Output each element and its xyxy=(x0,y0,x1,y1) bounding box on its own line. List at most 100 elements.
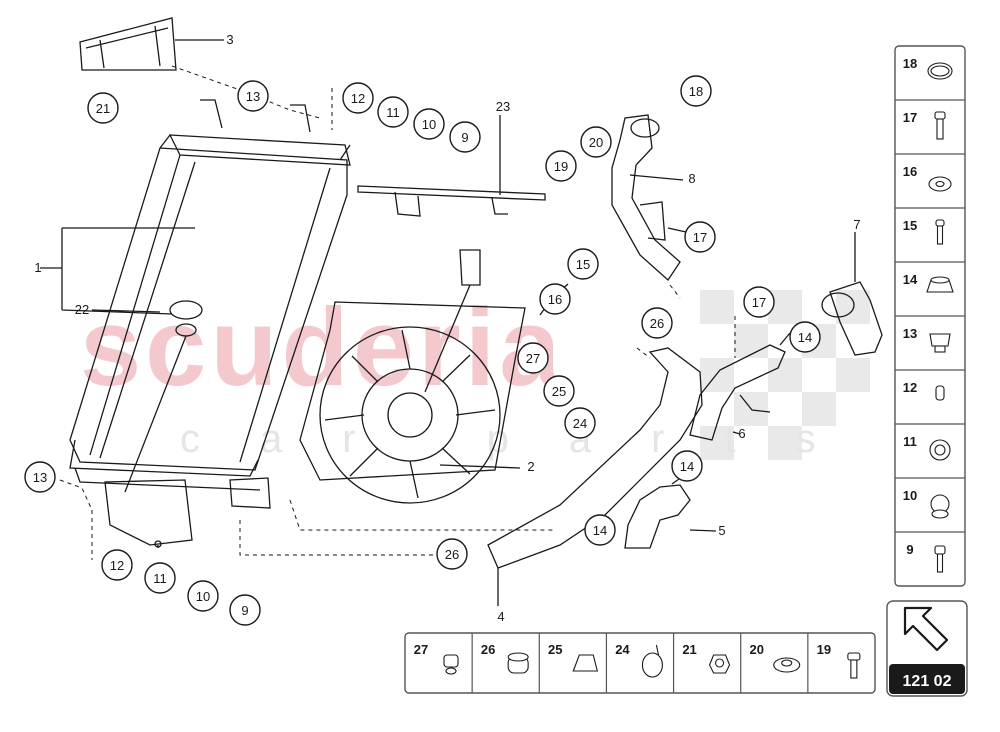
watermark-main: scuderia xyxy=(80,286,564,409)
callout-9: 9 xyxy=(229,594,261,626)
callout-text: 16 xyxy=(548,292,562,307)
callout-20: 20 xyxy=(580,126,612,158)
legend-number: 19 xyxy=(817,642,831,657)
callout-text: 13 xyxy=(33,470,47,485)
callout-11: 11 xyxy=(377,96,409,128)
callout-text: 18 xyxy=(689,84,703,99)
callout-text: 14 xyxy=(593,523,607,538)
callout-27: 27 xyxy=(517,342,549,374)
callout-text: 17 xyxy=(693,230,707,245)
part-icon xyxy=(928,176,952,192)
callout-16: 16 xyxy=(539,283,571,315)
part-icon xyxy=(641,644,663,678)
part-label-22: 22 xyxy=(75,302,89,317)
part-icon xyxy=(927,62,953,80)
legend-item-20: 20 xyxy=(749,642,801,673)
callout-24: 24 xyxy=(564,407,596,439)
callout-text: 27 xyxy=(526,351,540,366)
callout-text: 12 xyxy=(110,558,124,573)
callout-text: 19 xyxy=(554,159,568,174)
legend-number: 18 xyxy=(903,56,917,71)
part-label-1: 1 xyxy=(34,260,41,275)
part-label-3: 3 xyxy=(226,32,233,47)
part-label-23: 23 xyxy=(496,99,510,114)
legend-number: 12 xyxy=(903,380,917,395)
legend-item-25: 25 xyxy=(548,642,598,672)
part-icon xyxy=(935,385,945,401)
legend-number: 21 xyxy=(682,642,696,657)
callout-text: 21 xyxy=(96,101,110,116)
part-label-4: 4 xyxy=(497,609,504,624)
part-icon xyxy=(929,333,951,353)
legend-number: 27 xyxy=(414,642,428,657)
callout-26: 26 xyxy=(641,307,673,339)
legend-item-13: 13 xyxy=(903,326,951,353)
legend-number: 26 xyxy=(481,642,495,657)
callout-10: 10 xyxy=(413,108,445,140)
callout-text: 10 xyxy=(196,589,210,604)
callout-17: 17 xyxy=(743,286,775,318)
callout-12: 12 xyxy=(101,549,133,581)
callout-19: 19 xyxy=(545,150,577,182)
callout-text: 12 xyxy=(351,91,365,106)
legend-number: 20 xyxy=(749,642,763,657)
callout-text: 13 xyxy=(246,89,260,104)
part-icon xyxy=(935,219,945,245)
legend-number: 17 xyxy=(903,110,917,125)
part-label-5: 5 xyxy=(718,523,725,538)
part-icon xyxy=(929,439,951,461)
part-icon xyxy=(773,657,801,673)
callout-text: 26 xyxy=(445,547,459,562)
legend-right: 18 17 16 15 14 13 12 11 10 9 xyxy=(894,45,966,587)
part-icon xyxy=(934,111,946,140)
callout-14: 14 xyxy=(584,514,616,546)
arrow-up-left-icon[interactable] xyxy=(903,606,949,652)
callout-15: 15 xyxy=(567,248,599,280)
callout-text: 25 xyxy=(552,384,566,399)
page-nav-box[interactable]: 121 02 xyxy=(886,600,968,697)
callout-text: 26 xyxy=(650,316,664,331)
callout-17: 17 xyxy=(684,221,716,253)
callout-11: 11 xyxy=(144,562,176,594)
legend-number: 25 xyxy=(548,642,562,657)
callout-13: 13 xyxy=(24,461,56,493)
legend-number: 14 xyxy=(903,272,918,287)
callout-text: 10 xyxy=(422,117,436,132)
legend-item-18: 18 xyxy=(903,56,953,80)
callout-text: 24 xyxy=(573,416,587,431)
legend-number: 24 xyxy=(615,642,630,657)
part-icon xyxy=(572,654,598,672)
part-icon xyxy=(934,545,946,573)
legend-item-27: 27 xyxy=(414,642,459,675)
part-icon xyxy=(443,654,459,675)
legend-number: 15 xyxy=(903,218,917,233)
callout-12: 12 xyxy=(342,82,374,114)
legend-number: 10 xyxy=(903,488,917,503)
legend-item-12: 12 xyxy=(903,380,945,401)
part-label-2: 2 xyxy=(527,459,534,474)
legend-item-17: 17 xyxy=(903,110,946,140)
legend-number: 13 xyxy=(903,326,917,341)
part-icon xyxy=(708,654,731,674)
callout-text: 14 xyxy=(798,330,812,345)
callout-text: 17 xyxy=(752,295,766,310)
legend-item-16: 16 xyxy=(903,164,952,192)
callout-14: 14 xyxy=(671,450,703,482)
callout-18: 18 xyxy=(680,75,712,107)
legend-item-11: 11 xyxy=(903,434,951,461)
part-icon xyxy=(847,652,861,679)
legend-item-24: 24 xyxy=(615,642,663,678)
legend-item-14: 14 xyxy=(903,272,954,293)
part-icon xyxy=(930,494,950,519)
legend-bottom: 27 26 25 24 21 20 19 xyxy=(404,632,876,694)
callout-26: 26 xyxy=(436,538,468,570)
watermark-sub: car parts xyxy=(180,417,876,461)
legend-item-19: 19 xyxy=(817,642,861,679)
callout-text: 9 xyxy=(461,130,468,145)
legend-number: 9 xyxy=(906,542,913,557)
callout-9: 9 xyxy=(449,121,481,153)
callout-14: 14 xyxy=(789,321,821,353)
